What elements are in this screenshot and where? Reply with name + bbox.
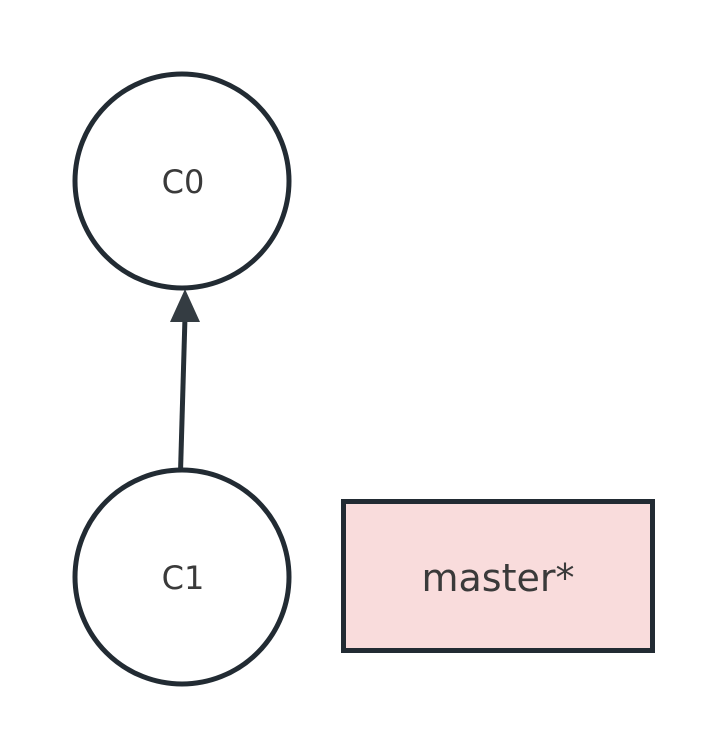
branch-label-master[interactable]: master*: [341, 499, 655, 653]
commit-label-c0: C0: [162, 163, 205, 201]
arrowhead-icon: [170, 289, 200, 322]
commit-label-c1: C1: [162, 559, 205, 597]
commit-circle-c1[interactable]: [72, 467, 292, 687]
branch-label-box[interactable]: [341, 499, 655, 653]
edge-line: [178, 316, 188, 473]
commit-circle-c0[interactable]: [72, 71, 292, 291]
branch-label-text: master*: [421, 556, 574, 600]
commit-node-c0[interactable]: C0: [72, 71, 292, 291]
commit-node-c1[interactable]: C1: [72, 467, 292, 687]
edge-c1-to-c0: [170, 289, 200, 473]
